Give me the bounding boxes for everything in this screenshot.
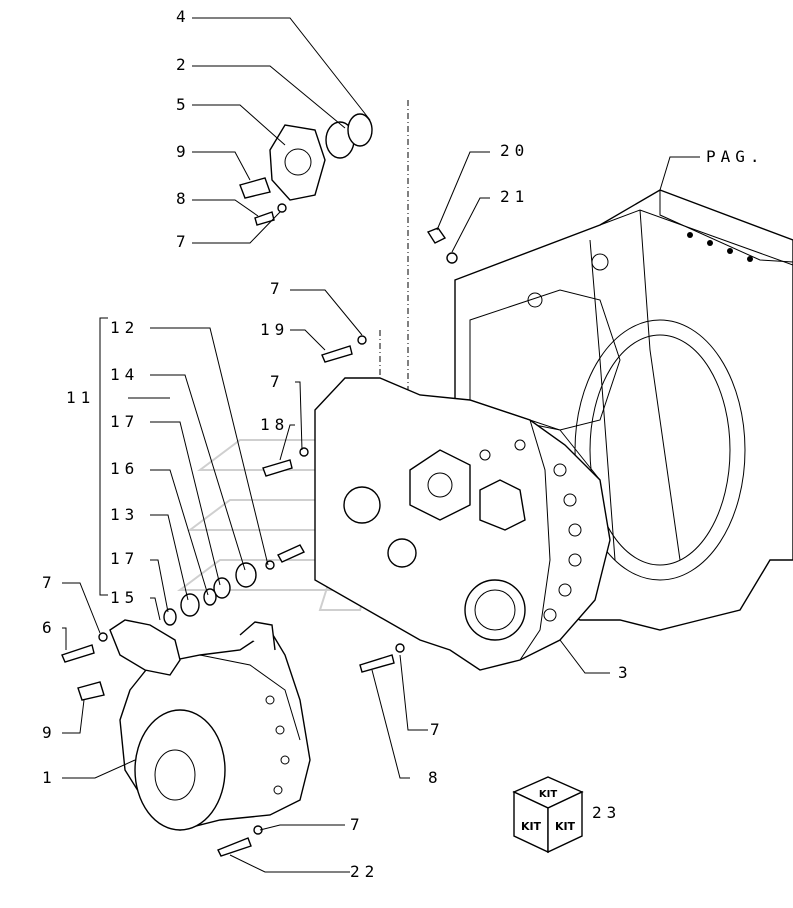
leader-lines xyxy=(62,17,700,873)
front-cover-plate xyxy=(314,377,611,671)
label-20: 20 xyxy=(500,141,529,160)
kit-right-text: KIT xyxy=(555,820,576,833)
label-17-a: 17 xyxy=(110,412,139,431)
label-22: 22 xyxy=(350,862,379,881)
union-fitting-top xyxy=(239,177,271,199)
label-16: 16 xyxy=(110,459,139,478)
label-13: 13 xyxy=(110,505,139,524)
label-8-bottom: 8 xyxy=(428,768,443,787)
label-19: 19 xyxy=(260,320,289,339)
kit-left-text: KIT xyxy=(521,820,542,833)
label-17-b: 17 xyxy=(110,549,139,568)
label-11: 11 xyxy=(66,388,95,407)
label-7-e: 7 xyxy=(430,720,445,739)
bolts-and-washers xyxy=(61,203,458,857)
label-7-c: 7 xyxy=(270,372,285,391)
label-23: 23 xyxy=(592,803,621,822)
label-21: 21 xyxy=(500,187,529,206)
label-7-f: 7 xyxy=(350,815,365,834)
label-18: 18 xyxy=(260,415,289,434)
label-7-b: 7 xyxy=(270,279,285,298)
label-5: 5 xyxy=(176,95,191,114)
label-9-top: 9 xyxy=(176,142,191,161)
kit-top-text: KIT xyxy=(539,789,557,800)
label-15: 15 xyxy=(110,588,139,607)
label-3: 3 xyxy=(618,663,633,682)
union-fitting-bottom xyxy=(77,681,105,701)
pump-assembly xyxy=(119,621,311,831)
label-6: 6 xyxy=(42,618,57,637)
label-9-bottom: 9 xyxy=(42,723,57,742)
kit-cube-icon: KIT KIT KIT xyxy=(512,776,584,854)
label-12: 12 xyxy=(110,318,139,337)
pump-flange xyxy=(109,619,181,676)
upper-flange xyxy=(269,124,326,201)
label-1: 1 xyxy=(42,768,57,787)
label-4: 4 xyxy=(176,7,191,26)
label-pag: PAG. xyxy=(706,147,765,166)
group-bracket xyxy=(99,317,108,596)
seal-ring-4 xyxy=(347,113,373,147)
label-14: 14 xyxy=(110,365,139,384)
label-7-d: 7 xyxy=(42,573,57,592)
label-7-top: 7 xyxy=(176,232,191,251)
label-8-top: 8 xyxy=(176,189,191,208)
label-2: 2 xyxy=(176,55,191,74)
